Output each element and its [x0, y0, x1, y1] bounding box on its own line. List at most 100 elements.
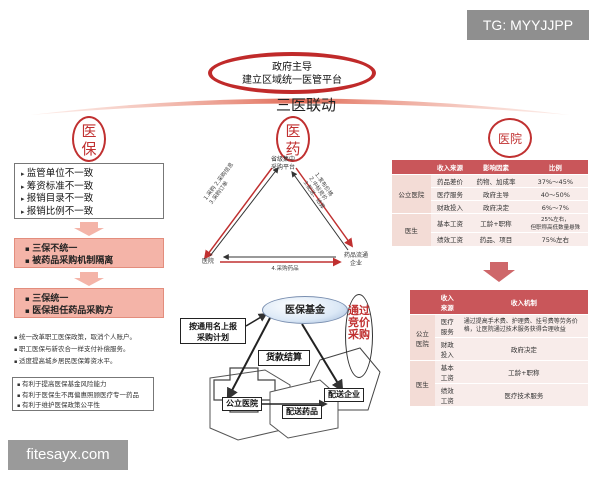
row-group: 公立医院	[392, 174, 431, 214]
note-item: 适度提高城乡居民医保筹资水平。	[14, 356, 174, 368]
node-line: 企业	[349, 260, 362, 267]
node-line: 省级集中	[270, 156, 295, 163]
negotiate-line: 竞价	[348, 316, 370, 329]
hospital-cross	[213, 367, 276, 413]
gov-line-2: 建立区域统一医管平台	[242, 75, 342, 86]
purchase-plan-line: 采购计划	[197, 333, 229, 342]
row-group: 公立医院	[410, 314, 435, 361]
purchase-plan-line: 按通用名上报	[189, 322, 237, 331]
node-procurement-platform: 省级集中 采购平台	[258, 156, 308, 172]
cell: 75%左右	[522, 232, 588, 246]
benefits-box: 有利于提高医保基金风险能力 有利于医保生不再偏惠照顾医疗专一药品 有利于维护医保…	[12, 377, 154, 411]
note-item: 统一改革职工医保政策，取消个人账户。	[14, 332, 174, 344]
cell: 药品差价	[430, 174, 470, 188]
table-row: 绩效工资 药品、项目 75%左右	[392, 232, 588, 246]
cell: 药品、项目	[469, 232, 523, 246]
benefit-item: 有利于提高医保基金风险能力	[17, 380, 153, 391]
public-hospital-label: 公立医院	[222, 397, 262, 411]
cell: 医疗技术服务	[459, 383, 588, 406]
cell: 医疗服务	[430, 187, 470, 201]
node-distributor: 药品流通 企业	[338, 252, 374, 268]
reform-item: 三保统一	[25, 293, 163, 305]
table-row: 财政投入 政府决定 6%～7%	[392, 200, 588, 214]
circle-medical-insurance: 医 保	[72, 116, 106, 162]
income-table-current: 收入来源 影响因素 比例 公立医院 药品差价 药物、加成率 37%～45% 医疗…	[392, 160, 588, 246]
fund-to-hospital	[226, 317, 271, 401]
watermark-bottom: fitesayx.com	[8, 440, 128, 470]
table1-header: 比例	[522, 160, 588, 175]
cell: 药物、加成率	[469, 174, 523, 188]
income-table-reform: 收入来源 收入机制 公立医院 医疗服务 通过提高手术费、护理费、挂号费等劳务价格…	[410, 290, 588, 406]
cell: 财政投入	[430, 200, 470, 214]
delivered-drugs-label: 配送药品	[282, 405, 322, 419]
triangle-left-edge-back	[209, 167, 279, 257]
bidding-procurement-ellipse: 通过 竞价 采购	[345, 294, 373, 378]
cell: 绩效工资	[434, 383, 460, 406]
cell: 工龄+职称	[469, 213, 523, 233]
cell: 工龄+职称	[459, 360, 588, 384]
table-row: 公立医院 医疗服务 通过提高手术费、护理费、挂号费等劳务价格，让医院通过技术服务…	[410, 314, 588, 361]
note-item: 职工医保与新农合一样支付补偿服务。	[14, 344, 174, 356]
gov-line-1: 政府主导	[272, 62, 312, 73]
benefit-item: 有利于医保生不再偏惠照顾医疗专一药品	[17, 391, 153, 402]
cell: 通过提高手术费、护理费、挂号费等劳务价格，让医院通过技术服务获得合理收益	[459, 314, 588, 338]
node-hospital: 医院	[201, 258, 214, 265]
watermark-top: TG: MYYJJPP	[467, 10, 589, 40]
status-quo-box: 三保不统一 被药品采购机制隔离	[14, 238, 164, 268]
table-row: 公立医院 药品差价 药物、加成率 37%～45%	[392, 174, 588, 214]
cell: 政府主导	[469, 187, 523, 201]
right-down-arrow	[483, 262, 515, 282]
table2-header: 收入机制	[459, 290, 588, 315]
cell: 40～50%	[522, 187, 588, 201]
reform-box: 三保统一 医保担任药品采购方	[14, 288, 164, 318]
page-title: 三医联动	[275, 96, 336, 114]
bottom-edge-label: 4.采购药品	[271, 266, 299, 272]
cell: 6%～7%	[522, 200, 588, 214]
reform-notes: 统一改革职工医保政策，取消个人账户。 职工医保与新农合一样支付补偿服务。 适度提…	[14, 332, 174, 368]
status-item: 被药品采购机制隔离	[25, 255, 163, 267]
table1-header: 影响因素	[469, 160, 523, 175]
triangle-right-edge	[295, 167, 354, 248]
insurance-fund-node: 医保基金	[262, 296, 348, 324]
table2-header: 收入来源	[434, 290, 460, 315]
circle-right-label: 医院	[497, 132, 522, 146]
down-arrow-1	[74, 222, 104, 236]
distributor-label: 配送企业	[324, 388, 364, 402]
down-arrow-2	[74, 272, 104, 286]
table2-header	[410, 290, 435, 315]
plan-to-fund	[245, 313, 268, 327]
row-group: 医生	[392, 213, 431, 246]
node-line: 药品流通	[343, 252, 368, 259]
circle-medicine: 医 药	[276, 116, 310, 162]
cell: 37%～45%	[522, 174, 588, 188]
circle-middle-top: 医	[285, 122, 301, 140]
table1-header: 收入来源	[430, 160, 470, 175]
payment-settlement-box: 货款结算	[258, 350, 310, 366]
cell: 绩效工资	[430, 232, 470, 246]
cell: 医疗服务	[434, 314, 460, 338]
fund-to-distributor	[301, 323, 344, 393]
status-item: 三保不统一	[25, 243, 163, 255]
problems-box: 监管单位不一致 筹资标准不一致 报销目录不一致 报销比例不一致	[14, 163, 164, 219]
table-row: 财政投入 政府决定	[410, 337, 588, 361]
table-row: 医疗服务 政府主导 40～50%	[392, 187, 588, 201]
purchase-plan-box: 按通用名上报 采购计划	[180, 318, 246, 344]
row-group: 医生	[410, 360, 435, 406]
circle-middle-bottom: 药	[285, 140, 301, 158]
problem-item: 报销目录不一致	[21, 193, 163, 206]
reform-item: 医保担任药品采购方	[25, 305, 163, 317]
problem-item: 报销比例不一致	[21, 206, 163, 219]
cell: 政府决定	[469, 200, 523, 214]
circle-hospital: 医院	[488, 118, 532, 158]
table-row: 绩效工资 医疗技术服务	[410, 383, 588, 406]
circle-left-top: 医	[81, 122, 97, 140]
table-row: 医生 基本工资 工龄+职称	[410, 360, 588, 406]
table-row: 医生 基本工资 工龄+职称 25%左右， 但职称高低数量悬殊	[392, 213, 588, 246]
cell: 政府决定	[459, 337, 588, 361]
government-ellipse: 政府主导 建立区域统一医管平台	[208, 52, 376, 94]
header-arc	[30, 98, 570, 115]
negotiate-line: 采购	[348, 328, 370, 341]
problem-item: 监管单位不一致	[21, 168, 163, 181]
node-line: 采购平台	[270, 164, 295, 171]
cell: 基本工资	[434, 360, 460, 384]
